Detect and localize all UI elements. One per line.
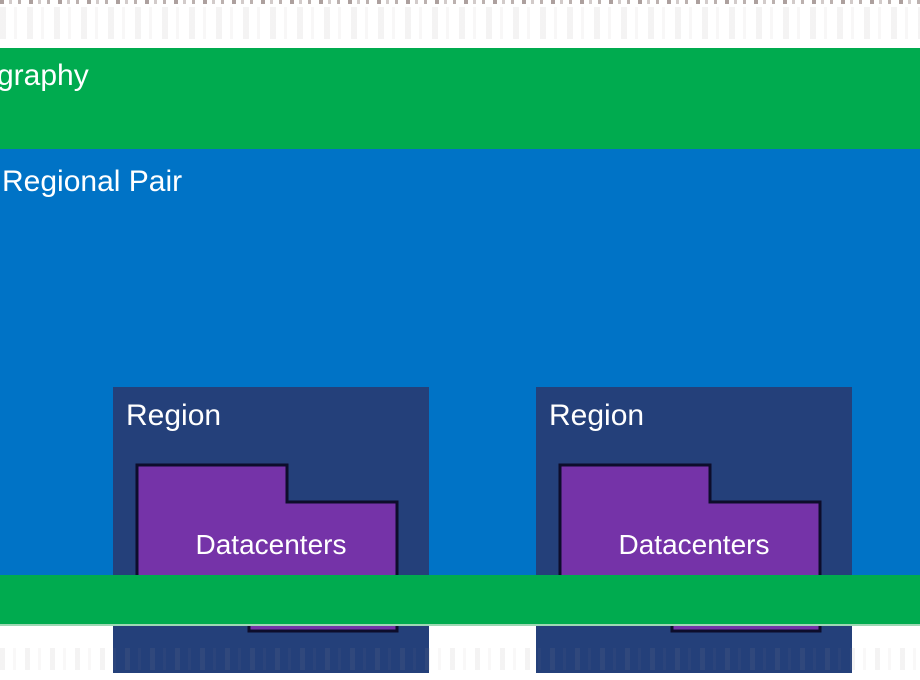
geography-band-label: graphy xyxy=(0,59,89,92)
geography-band: graphy xyxy=(0,48,920,149)
cropped-text-artifact-top xyxy=(0,0,920,4)
datacenters-label-right: Datacenters xyxy=(618,529,770,560)
region-box-left: Region Datacenters xyxy=(113,387,429,673)
region-box-right: Region Datacenters xyxy=(536,387,852,673)
regional-pair-band: Regional Pair Region Datacenters Region … xyxy=(0,149,920,673)
bottom-green-band xyxy=(0,575,920,626)
region-label-left: Region xyxy=(126,399,222,432)
region-label-right: Region xyxy=(549,399,645,432)
regional-pair-label: Regional Pair xyxy=(2,165,183,198)
datacenters-label-left: Datacenters xyxy=(195,529,347,560)
cropped-text-artifact-bottom xyxy=(0,648,920,670)
cropped-text-haze-top xyxy=(0,7,920,39)
